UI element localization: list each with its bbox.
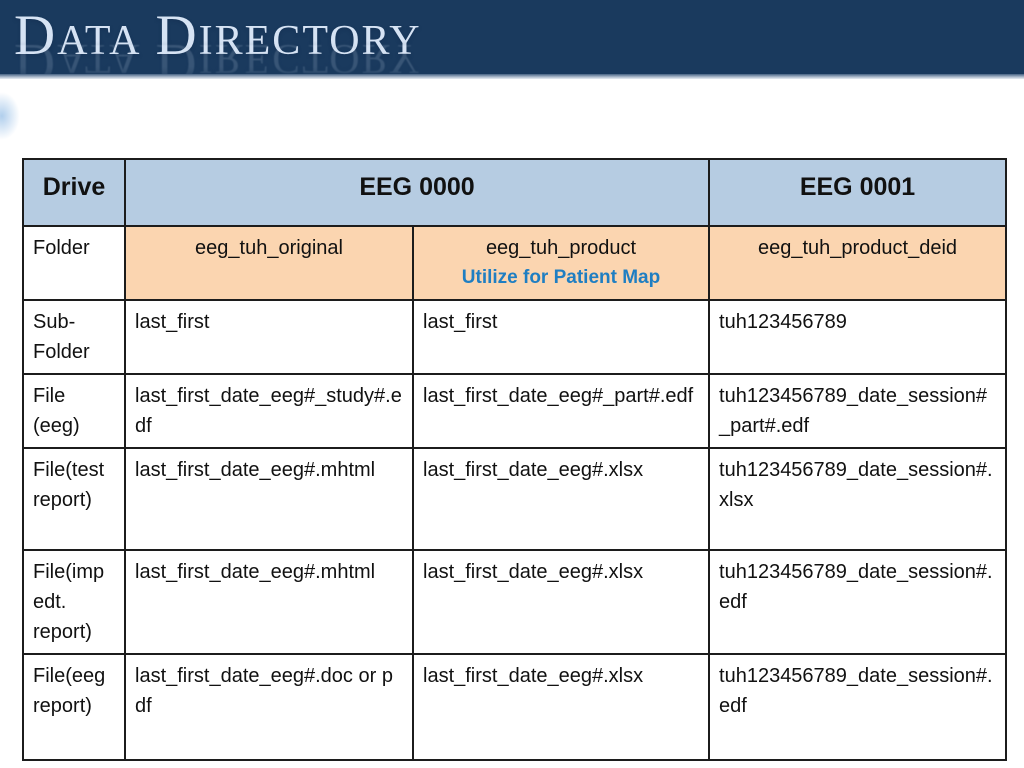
cell-folder-product: eeg_tuh_product Utilize for Patient Map [411,225,711,301]
table-row-folder: Folder eeg_tuh_original eeg_tuh_product … [22,225,1008,301]
table-row: File (eeg) last_first_date_eeg#_study#.e… [22,372,1008,449]
data-directory-table: Drive EEG 0000 EEG 0001 Folder eeg_tuh_o… [22,158,1008,761]
slide-title-text: IRECTORY [198,18,422,64]
cell-eeg0000-product: last_first_date_eeg#.xlsx [411,548,711,655]
col-header-drive: Drive [22,158,126,227]
folder-product-note: Utilize for Patient Map [461,267,661,288]
cell-eeg0000-product: last_first_date_eeg#_part#.edf [411,372,711,449]
cell-eeg0001: tuh123456789_date_session#_part#.edf [708,372,1008,449]
row-label: Sub-Folder [22,298,126,375]
slide-title-text: D [155,4,199,67]
table-row: File(impedt. report) last_first_date_eeg… [22,548,1008,655]
row-label: File(impedt. report) [22,548,126,655]
col-header-eeg0000: EEG 0000 [123,158,711,227]
cell-eeg0000-product: last_first [411,298,711,375]
cell-eeg0001: tuh123456789_date_session#.xlsx [708,446,1008,551]
row-label: File(test report) [22,446,126,551]
cell-eeg0000-product: last_first_date_eeg#.xlsx [411,446,711,551]
cell-eeg0000-original: last_first [124,298,414,375]
table-header-row: Drive EEG 0000 EEG 0001 [22,158,1008,227]
banner-divider [0,74,1024,79]
cell-eeg0000-original: last_first_date_eeg#.mhtml [124,446,414,551]
table-row: Sub-Folder last_first last_first tuh1234… [22,298,1008,375]
folder-product-name: eeg_tuh_product [485,237,637,259]
cell-eeg0001: tuh123456789 [708,298,1008,375]
slide-title-text: ATA [57,18,142,64]
row-label: File(eeg report) [22,652,126,761]
cell-eeg0000-original: last_first_date_eeg#_study#.edf [124,372,414,449]
cell-folder-product-deid: eeg_tuh_product_deid [708,225,1008,301]
cell-eeg0001: tuh123456789_date_session#.edf [708,652,1008,761]
cell-eeg0000-original: last_first_date_eeg#.doc or pdf [124,652,414,761]
slide-title-text: D [14,4,58,67]
cell-eeg0001: tuh123456789_date_session#.edf [708,548,1008,655]
table-row: File(test report) last_first_date_eeg#.m… [22,446,1008,551]
cell-folder-original: eeg_tuh_original [124,225,414,301]
decorative-smudge [0,92,20,140]
cell-eeg0000-original: last_first_date_eeg#.mhtml [124,548,414,655]
table-row: File(eeg report) last_first_date_eeg#.do… [22,652,1008,761]
row-label-folder: Folder [22,225,126,301]
row-label: File (eeg) [22,372,126,449]
col-header-eeg0001: EEG 0001 [708,158,1008,227]
cell-eeg0000-product: last_first_date_eeg#.xlsx [411,652,711,761]
